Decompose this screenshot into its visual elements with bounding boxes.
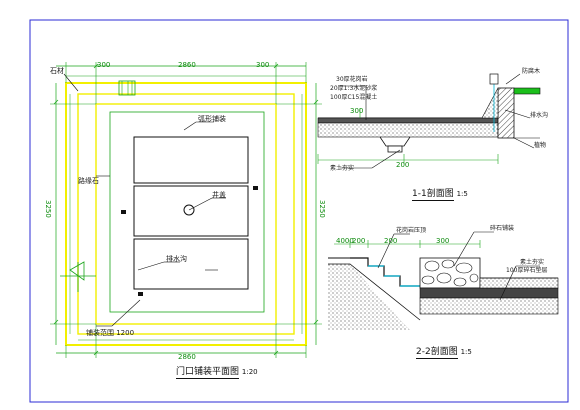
s2-dim-4: 4000 bbox=[336, 237, 354, 245]
section2-title-text: 2-2剖面图 bbox=[416, 347, 458, 359]
plan-note-bottom-left: 铺装范围 1200 bbox=[86, 329, 135, 337]
pavement-panel-bottom bbox=[133, 238, 249, 290]
section1-title-text: 1-1剖面图 bbox=[412, 189, 454, 201]
plan-note-lower-left: 排水沟 bbox=[166, 255, 187, 263]
plan-outline-2 bbox=[77, 93, 295, 335]
section1-scale: 1:5 bbox=[456, 190, 468, 198]
section2-scale: 1:5 bbox=[460, 348, 472, 356]
section2-pavement bbox=[419, 287, 559, 299]
section1-base-layer bbox=[317, 122, 499, 138]
section2-title: 2-2剖面图 1:5 bbox=[416, 347, 472, 359]
plan-scale: 1:20 bbox=[241, 368, 258, 376]
plan-note-centre: 井盖 bbox=[212, 191, 226, 199]
s1-note-bottom-left: 素土夯实 bbox=[330, 165, 355, 172]
section1-drain bbox=[379, 136, 411, 147]
sheet-border bbox=[29, 19, 569, 403]
s2-note-right-2: 100厚碎石垫层 bbox=[506, 267, 548, 274]
plan-dim-top-mid: 2860 bbox=[178, 61, 196, 69]
s1-dim-right: 300 bbox=[350, 107, 364, 115]
s1-note-top-left: 30厚花岗岩 bbox=[336, 76, 368, 83]
section-marker-bottom bbox=[138, 292, 143, 296]
plan-green-frame bbox=[109, 111, 265, 313]
plan-outline-3 bbox=[95, 103, 277, 325]
s2-note-top-right: 碎石铺装 bbox=[490, 225, 515, 232]
section-1-1-view bbox=[317, 73, 541, 169]
s1-note-top-right: 防腐木 bbox=[522, 68, 541, 75]
s1-note-top-left-2: 20厚1:3水泥砂浆 bbox=[330, 85, 378, 92]
gate-post bbox=[118, 80, 136, 96]
plan-title-text: 门口铺装平面图 bbox=[176, 367, 240, 379]
plan-note-top-mid: 弧形铺装 bbox=[198, 115, 226, 123]
plan-dim-right: 3250 bbox=[318, 200, 326, 218]
section-marker-right bbox=[253, 186, 258, 190]
plan-dim-bottom-mid: 2860 bbox=[178, 353, 196, 361]
section1-wall bbox=[497, 87, 515, 139]
plan-dim-top-right: 300 bbox=[256, 61, 270, 69]
section2-stone-fill bbox=[419, 257, 481, 289]
plan-view bbox=[50, 62, 322, 358]
section-marker-left bbox=[121, 210, 126, 214]
section2-soil bbox=[328, 264, 410, 330]
s1-note-right: 排水沟 bbox=[530, 112, 549, 119]
manhole-cover bbox=[183, 204, 195, 216]
plan-title: 门口铺装平面图 1:20 bbox=[176, 367, 258, 379]
s1-note-far-right: 植物 bbox=[534, 142, 547, 149]
plan-dim-top-left: 300 bbox=[97, 61, 111, 69]
section1-pavement-layer bbox=[317, 117, 499, 124]
s2-note-right: 素土夯实 bbox=[520, 259, 545, 266]
pavement-panel-top bbox=[133, 136, 249, 184]
s2-dim-1: 200 bbox=[352, 237, 366, 245]
s2-note-top-left: 花岗岩压顶 bbox=[396, 227, 427, 234]
plan-note-left-mid: 路缘石 bbox=[78, 177, 99, 185]
pavement-panel-mid bbox=[133, 185, 249, 237]
section1-slope bbox=[481, 87, 499, 119]
s1-dim-bottom: 200 bbox=[396, 161, 410, 169]
plan-outer-outline bbox=[65, 82, 307, 346]
plan-note-top-left: 石材 bbox=[50, 67, 64, 75]
section-2-2-view bbox=[328, 231, 559, 330]
s1-note-top-left-3: 100厚C15混凝土 bbox=[330, 94, 378, 101]
plan-dim-left: 3250 bbox=[44, 200, 52, 218]
section1-title: 1-1剖面图 1:5 bbox=[412, 189, 468, 201]
s2-dim-2: 200 bbox=[384, 237, 398, 245]
s2-dim-3: 300 bbox=[436, 237, 450, 245]
section2-steps bbox=[350, 257, 420, 287]
